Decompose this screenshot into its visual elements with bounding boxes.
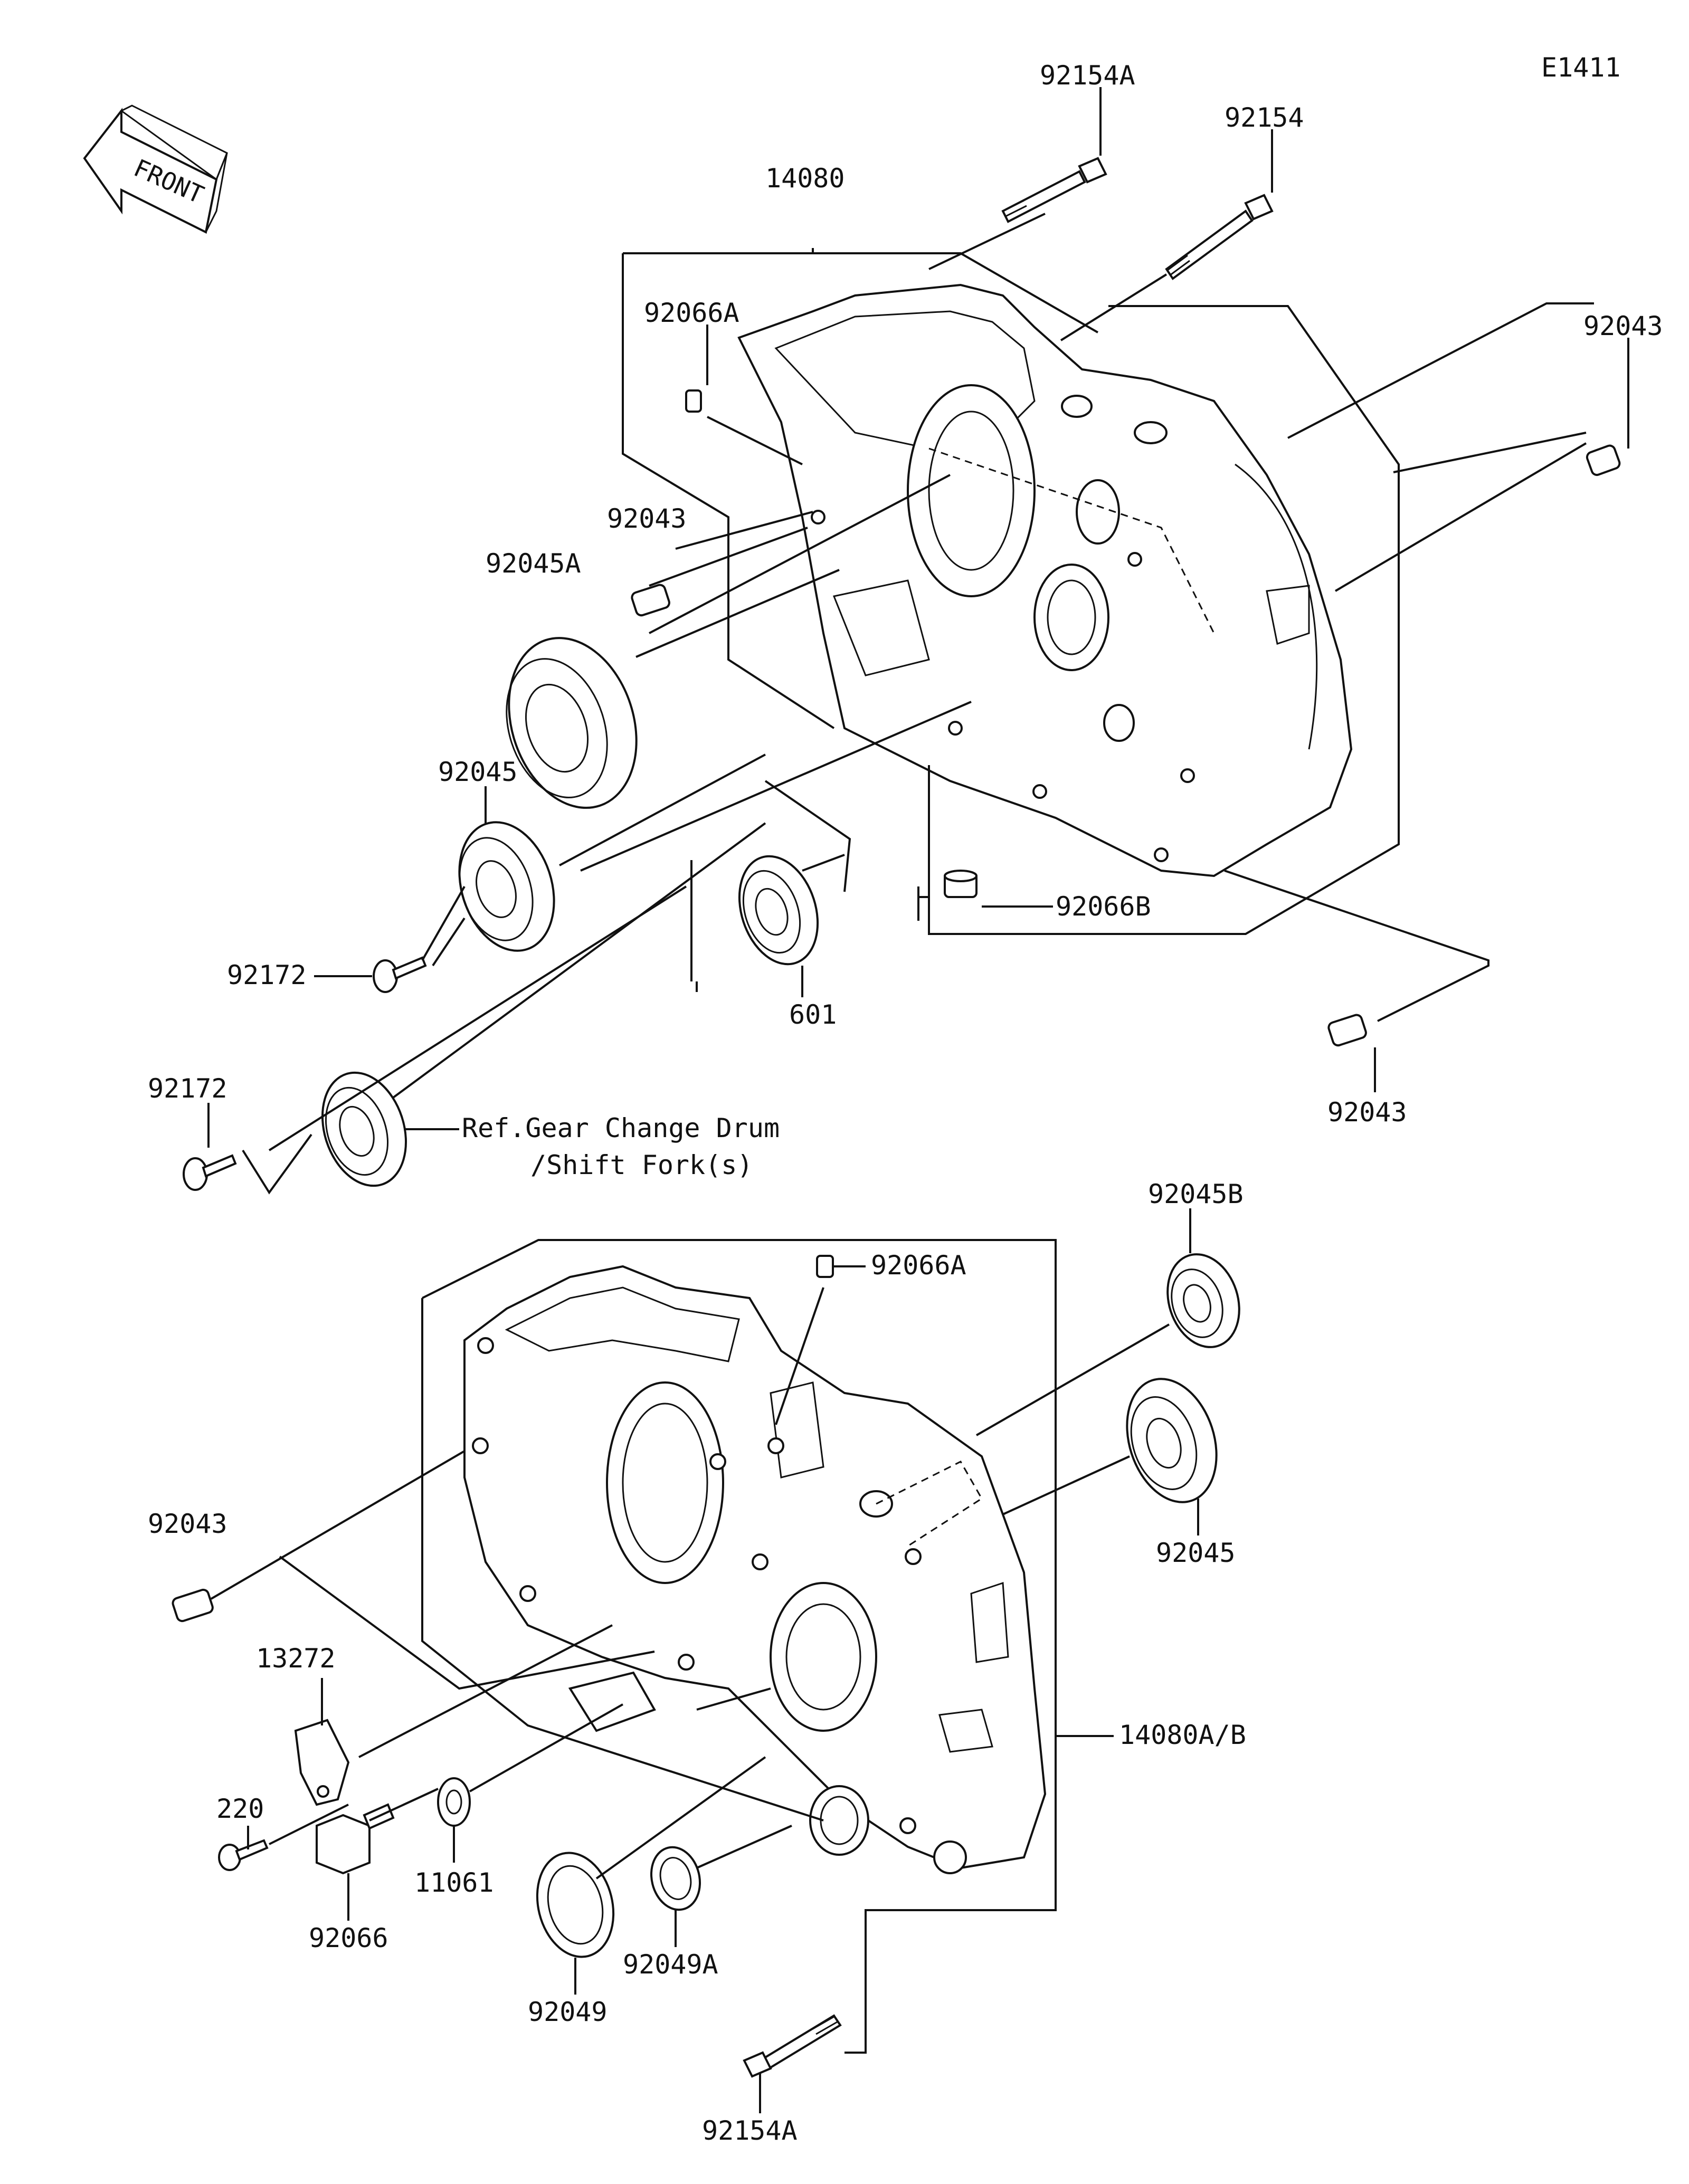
- pin-92066a-lower: [816, 1255, 834, 1278]
- bolt-220: [218, 1839, 269, 1871]
- label-14080ab: 14080A/B: [1119, 1720, 1246, 1750]
- label-92066b: 92066B: [1056, 891, 1151, 922]
- label-14080: 14080: [765, 163, 845, 194]
- bearing-601: [738, 855, 819, 966]
- part-labels: 92154A 92154 14080 92066A 92043 92043 92…: [148, 60, 1663, 2146]
- washer-11061: [437, 1777, 471, 1827]
- label-92172-left: 92172: [148, 1073, 227, 1104]
- lower-leader-lines: [210, 1208, 1199, 2113]
- label-92154-upper: 92154: [1225, 102, 1304, 133]
- bearing-92045-upper: [458, 821, 555, 952]
- label-92154a-lower: 92154A: [702, 2115, 798, 2146]
- label-11061: 11061: [414, 1867, 494, 1898]
- seal-92049a: [650, 1846, 701, 1911]
- label-92043-right-top: 92043: [1583, 311, 1663, 341]
- label-92049a: 92049A: [623, 1949, 718, 1980]
- dowel-92043-lower-right: [1327, 1014, 1367, 1047]
- label-13272: 13272: [256, 1643, 336, 1674]
- ref-note-line1: Ref.Gear Change Drum: [462, 1113, 780, 1143]
- bolt-92154-upper: [1165, 194, 1274, 280]
- bracket-13272: [294, 1719, 350, 1806]
- dowel-92043-right-top: [1586, 444, 1621, 476]
- dowel-92043-upper-left: [631, 584, 670, 617]
- label-92045a: 92045A: [486, 548, 581, 579]
- diagram-code: E1411: [1541, 52, 1621, 83]
- screw-92172-upper: [373, 956, 427, 993]
- label-92066a-upper: 92066A: [644, 298, 739, 328]
- pin-92066a-upper: [685, 389, 702, 413]
- label-92043-lower-left: 92043: [148, 1509, 227, 1539]
- label-92049: 92049: [528, 1997, 608, 2027]
- front-arrow-icon: FRONT: [83, 104, 228, 234]
- label-92045b: 92045B: [1148, 1179, 1244, 1209]
- upper-crankcase: [737, 283, 1353, 878]
- label-601: 601: [789, 999, 837, 1030]
- screw-92172-left: [183, 1154, 237, 1191]
- bolt-92154a-upper: [1001, 157, 1107, 223]
- label-92043-upper-left: 92043: [607, 503, 687, 534]
- label-92045-upper: 92045: [438, 757, 518, 787]
- label-92066: 92066: [309, 1923, 388, 1953]
- bearing-ref-gear-change-drum: [321, 1071, 407, 1187]
- bearing-92045b: [1166, 1253, 1240, 1348]
- bearing-92045-lower: [1126, 1378, 1218, 1503]
- bearing-92045a: [506, 637, 638, 809]
- lower-crankcase: [463, 1265, 1047, 1874]
- label-92154a-upper: 92154A: [1040, 60, 1135, 91]
- seal-92049: [536, 1852, 615, 1958]
- dowel-92043-lower-left: [172, 1588, 214, 1623]
- label-220: 220: [216, 1794, 264, 1824]
- bolt-92154a-lower: [743, 2014, 842, 2078]
- label-92045-lower: 92045: [1156, 1538, 1236, 1568]
- label-92172-upper: 92172: [227, 960, 307, 990]
- ref-note-line2: /Shift Fork(s): [530, 1150, 753, 1180]
- label-92066a-lower: 92066A: [871, 1250, 966, 1281]
- upper-leader-lines: [207, 87, 1629, 1195]
- label-92043-lower-right: 92043: [1327, 1097, 1407, 1128]
- pin-92066b: [944, 870, 978, 898]
